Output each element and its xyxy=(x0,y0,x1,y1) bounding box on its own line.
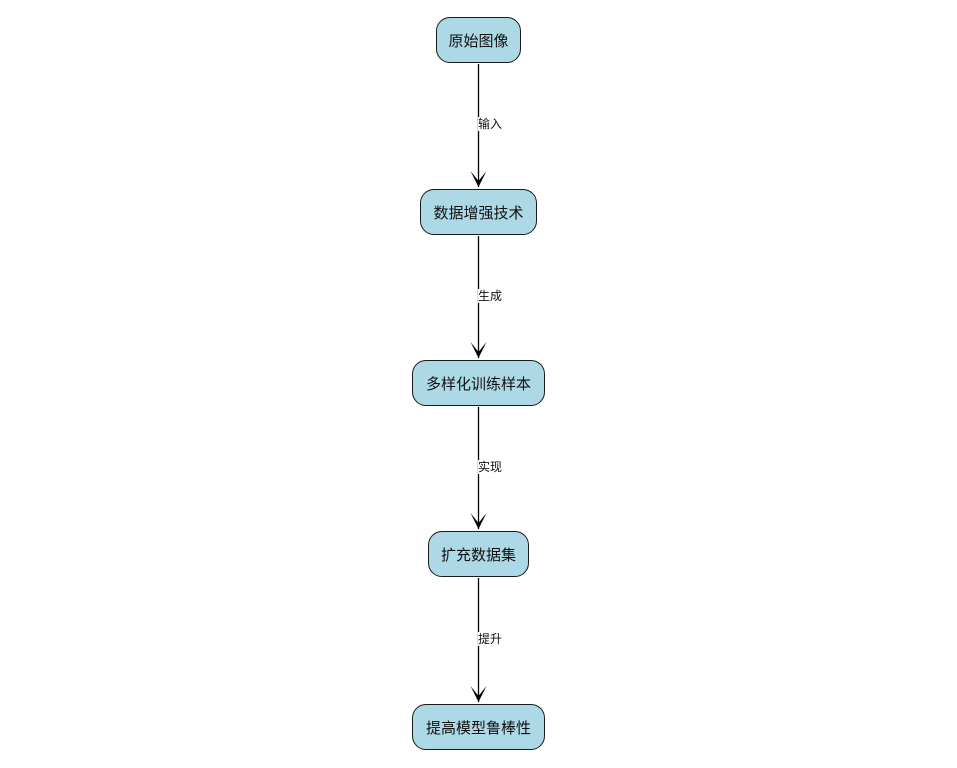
edge-label-generate: 生成 xyxy=(478,289,503,303)
node-data-augmentation: 数据增强技术 xyxy=(420,189,537,235)
node-expand-dataset: 扩充数据集 xyxy=(428,531,529,577)
edge-label-realize: 实现 xyxy=(478,460,503,474)
node-original-image: 原始图像 xyxy=(436,17,521,63)
node-model-robustness: 提高模型鲁棒性 xyxy=(412,704,545,750)
edge-label-improve: 提升 xyxy=(478,632,503,646)
node-diverse-samples: 多样化训练样本 xyxy=(412,360,545,406)
edge-label-input: 输入 xyxy=(478,117,503,131)
